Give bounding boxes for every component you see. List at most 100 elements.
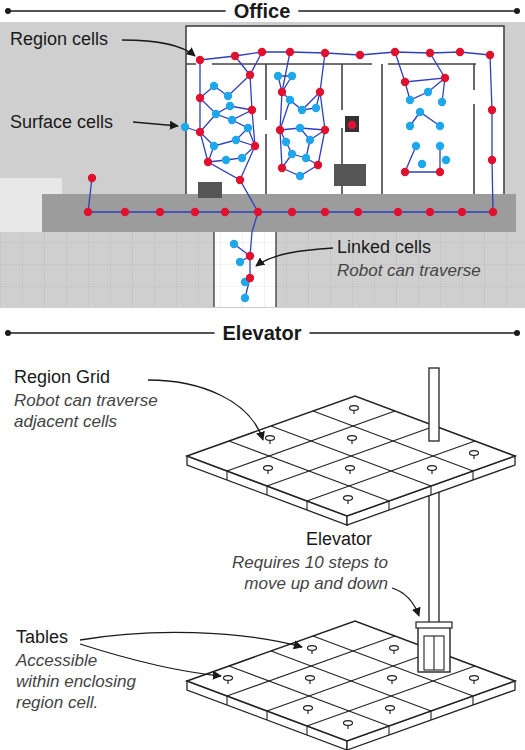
plate-top xyxy=(187,621,515,741)
surface-cell xyxy=(230,240,238,248)
table-symbol xyxy=(470,676,479,684)
surface-cell xyxy=(436,122,444,130)
cell-link xyxy=(395,52,445,82)
region-cell xyxy=(276,126,284,134)
grid-line xyxy=(267,651,435,711)
leader-arrow xyxy=(80,644,221,676)
region-cell xyxy=(121,208,129,216)
grid-line xyxy=(430,486,431,495)
room-wall xyxy=(186,63,476,65)
grid-line xyxy=(226,696,227,705)
table-symbol xyxy=(470,451,479,459)
region-cell xyxy=(204,158,212,166)
lower-room xyxy=(214,232,276,307)
table-top xyxy=(346,466,355,471)
table-top xyxy=(306,676,315,681)
region-cell xyxy=(488,106,496,114)
table-symbol xyxy=(390,646,399,654)
grid-line xyxy=(226,471,227,480)
surface-cell xyxy=(418,160,426,168)
surface-cell xyxy=(244,124,252,132)
region-cell xyxy=(441,74,449,82)
surface-cell xyxy=(312,104,320,112)
cell-link xyxy=(200,110,252,132)
callout-label: Region cells xyxy=(10,28,108,50)
elevator-roof xyxy=(416,622,452,628)
section-heading: Office xyxy=(234,0,291,22)
cell-link xyxy=(280,130,292,168)
cell-link xyxy=(405,171,440,172)
cell-link xyxy=(490,55,493,212)
region-cell xyxy=(254,208,262,216)
leader-lines xyxy=(80,380,419,676)
region-cell xyxy=(394,208,402,216)
surface-cell xyxy=(282,138,290,146)
cell-link xyxy=(250,212,258,278)
heading-dot xyxy=(5,8,11,14)
surface-cell xyxy=(416,108,424,116)
region-cell xyxy=(426,49,434,57)
region-cell xyxy=(391,48,399,56)
grid-line xyxy=(313,411,473,471)
grid-line xyxy=(307,666,475,726)
section-heading: Elevator xyxy=(223,322,302,344)
cell-link xyxy=(200,132,255,146)
cell-link xyxy=(200,52,490,60)
tables xyxy=(264,406,479,504)
elevator-shaft xyxy=(429,368,439,441)
leader-arrow xyxy=(80,632,302,647)
region-cell xyxy=(489,208,497,216)
callout-note: Robot can traverse xyxy=(337,260,481,281)
cell-link xyxy=(88,178,92,212)
leader-arrow xyxy=(392,588,419,616)
table-symbol xyxy=(306,676,315,684)
occupancy-map xyxy=(0,22,525,308)
leader-arrow xyxy=(148,380,263,440)
lower-room-grid xyxy=(214,232,276,307)
grid-line xyxy=(306,726,307,735)
table-top xyxy=(224,676,233,681)
surface-cell xyxy=(298,106,306,114)
surface-cell xyxy=(274,72,282,80)
region-cell xyxy=(348,121,356,129)
region-cell xyxy=(191,208,199,216)
elevator-car xyxy=(418,626,450,672)
table-top xyxy=(350,406,359,411)
heading-rules xyxy=(5,8,520,336)
callout-label: Tables xyxy=(16,626,68,648)
heading-dot xyxy=(514,8,520,14)
region-cell xyxy=(251,142,259,150)
region-cell xyxy=(436,168,444,176)
table-top xyxy=(428,466,437,471)
cell-link xyxy=(410,112,440,126)
room-wall xyxy=(214,232,276,307)
table-symbol xyxy=(428,466,437,474)
region-cell xyxy=(288,208,296,216)
table-top xyxy=(470,451,479,456)
heading-rule xyxy=(8,10,226,11)
leader-arrow xyxy=(122,40,195,56)
office-rooms xyxy=(186,26,504,196)
elevator-door xyxy=(424,636,444,670)
obstacle xyxy=(198,182,222,198)
surface-cell xyxy=(296,172,304,180)
leader-arrow xyxy=(133,122,178,126)
cell-graph xyxy=(84,48,497,302)
grid-line xyxy=(472,696,473,705)
region-cell xyxy=(221,208,229,216)
surface-cell xyxy=(424,88,432,96)
table-top xyxy=(308,646,317,651)
table-symbol xyxy=(346,466,355,474)
cell-link xyxy=(280,52,290,168)
heading-rule xyxy=(309,332,517,333)
region-cell xyxy=(321,126,329,134)
surface-cell xyxy=(442,156,450,164)
surface-cell xyxy=(181,123,189,131)
table-symbol xyxy=(266,436,275,444)
region-cell xyxy=(246,71,254,79)
region-cell xyxy=(488,156,496,164)
cell-link xyxy=(280,100,290,130)
cell-link xyxy=(292,154,318,165)
leader-arrow xyxy=(256,248,333,266)
